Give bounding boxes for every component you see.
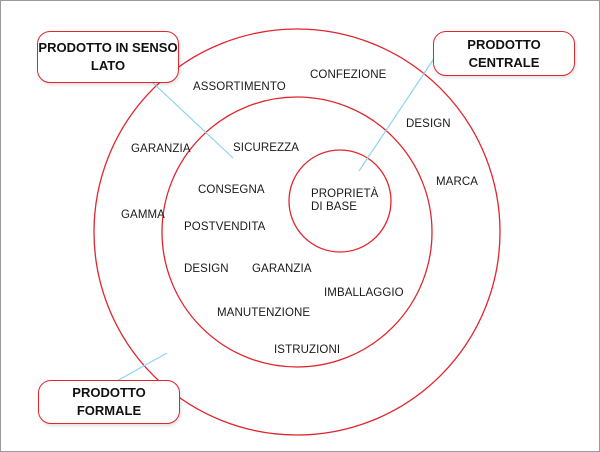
leader-line-augmented bbox=[150, 80, 234, 159]
middle-item-istruzioni: ISTRUZIONI bbox=[274, 344, 341, 356]
middle-item-garanzia: GARANZIA bbox=[252, 263, 312, 275]
middle-ring bbox=[161, 96, 433, 368]
callout-augmented-product: PRODOTTO IN SENSO LATO bbox=[37, 31, 179, 83]
middle-item-consegna: CONSEGNA bbox=[198, 184, 265, 196]
callout-augmented-label: PRODOTTO IN SENSO LATO bbox=[38, 40, 178, 73]
middle-item-design: DESIGN bbox=[184, 263, 229, 275]
leader-line-formal bbox=[114, 352, 168, 383]
middle-item-imballaggio: IMBALLAGGIO bbox=[324, 287, 404, 299]
callout-core-product: PRODOTTO CENTRALE bbox=[433, 31, 575, 76]
outer-ring bbox=[93, 28, 501, 436]
outer-item-gamma: GAMMA bbox=[121, 209, 165, 221]
outer-item-marca: MARCA bbox=[436, 176, 479, 188]
middle-item-sicurezza: SICUREZZA bbox=[233, 142, 300, 154]
core-label: PROPRIETÀ DI BASE bbox=[311, 188, 379, 213]
callout-formal-product: PRODOTTO FORMALE bbox=[38, 380, 180, 424]
outer-item-assortimento: ASSORTIMENTO bbox=[193, 81, 286, 93]
callout-core-label: PRODOTTO CENTRALE bbox=[467, 36, 541, 70]
middle-item-manutenzione: MANUTENZIONE bbox=[217, 307, 311, 319]
outer-item-confezione: CONFEZIONE bbox=[310, 69, 387, 81]
outer-item-design: DESIGN bbox=[406, 118, 451, 130]
callout-formal-label: PRODOTTO FORMALE bbox=[72, 385, 146, 418]
leader-line-core bbox=[358, 56, 436, 172]
middle-item-postvendita: POSTVENDITA bbox=[184, 221, 266, 233]
core-ring bbox=[288, 149, 392, 253]
outer-item-garanzia: GARANZIA bbox=[131, 143, 191, 155]
